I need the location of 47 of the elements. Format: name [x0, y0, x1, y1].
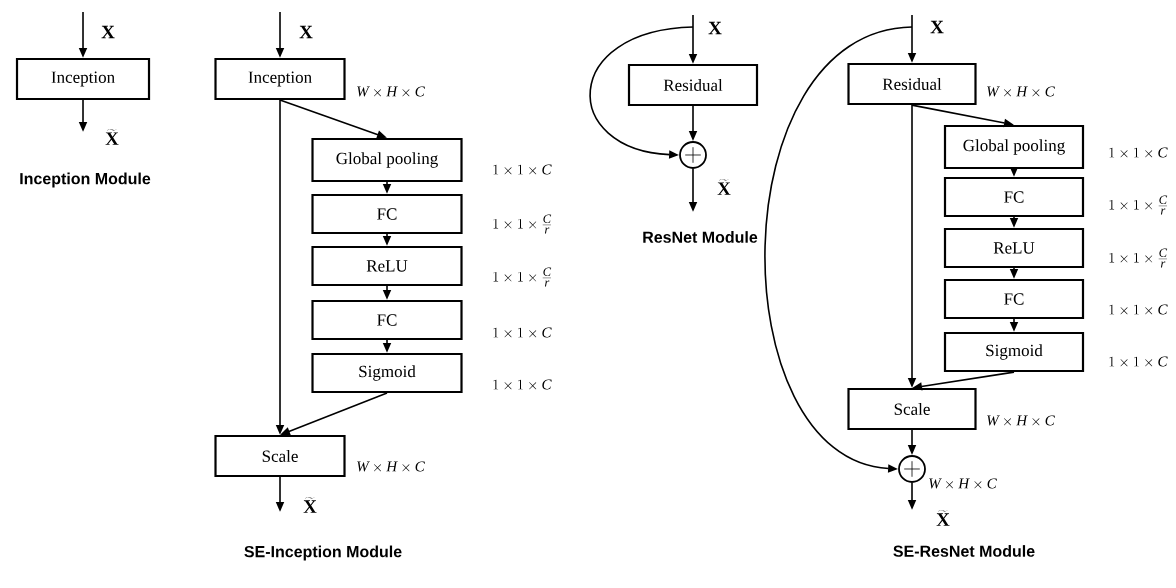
layer-box: Scale — [214, 434, 346, 478]
layer-box: ReLU — [943, 227, 1085, 269]
arrow — [764, 26, 913, 473]
module-title: SE-Inception Module — [244, 545, 402, 561]
sum-circle — [679, 141, 707, 169]
sum-circle — [898, 455, 926, 483]
layer-box: Inception — [214, 57, 346, 101]
layer-box: Inception — [15, 57, 151, 101]
dimension-label: $W\times H\times C$ — [357, 461, 425, 472]
layer-box: FC — [311, 299, 463, 341]
module-title: ResNet Module — [643, 231, 758, 243]
dimension-label: $1\times 1\times C$ — [493, 379, 552, 390]
dimension-label: $1\times 1\times C$ — [1109, 147, 1168, 158]
tensor-symbol: $\mathbf{X}$ — [101, 25, 115, 39]
layer-box: Sigmoid — [311, 352, 463, 394]
arrow — [589, 26, 694, 159]
dimension-label: $W\times H\times C$ — [357, 86, 425, 97]
layer-box: FC — [943, 278, 1085, 320]
dimension-label: $1\times 1\times C$ — [1109, 356, 1168, 367]
dimension-label: $W\times H\times C$ — [929, 478, 997, 489]
dimension-label: $1\times 1\times \frac{C}{r}$ — [1109, 195, 1168, 215]
layer-box: Residual — [627, 63, 759, 107]
module-title: SE-ResNet Module — [893, 545, 1035, 557]
module-title: Inception Module — [20, 172, 151, 188]
layer-box: Sigmoid — [943, 331, 1085, 373]
dimension-label: $W\times H\times C$ — [987, 86, 1055, 97]
layer-box: Scale — [847, 387, 977, 431]
layer-box: Global pooling — [943, 124, 1085, 170]
tensor-symbol: $\widetilde{\mathbf{X}}$ — [717, 179, 731, 195]
tensor-symbol: $\widetilde{\mathbf{X}}$ — [303, 497, 317, 513]
dimension-label: $1\times 1\times C$ — [1109, 304, 1168, 315]
layer-box: Residual — [847, 62, 977, 106]
dimension-label: $1\times 1\times \frac{C}{r}$ — [493, 267, 552, 287]
tensor-symbol: $\widetilde{\mathbf{X}}$ — [105, 129, 119, 145]
tensor-symbol: $\widetilde{\mathbf{X}}$ — [936, 510, 950, 526]
tensor-symbol: $\mathbf{X}$ — [708, 21, 722, 35]
dimension-label: $1\times 1\times \frac{C}{r}$ — [1109, 248, 1168, 268]
dimension-label: $W\times H\times C$ — [987, 415, 1055, 426]
layer-box: FC — [311, 193, 463, 235]
layer-box: ReLU — [311, 245, 463, 287]
dimension-label: $1\times 1\times C$ — [493, 164, 552, 175]
tensor-symbol: $\mathbf{X}$ — [930, 20, 944, 34]
tensor-symbol: $\mathbf{X}$ — [299, 25, 313, 39]
dimension-label: $1\times 1\times \frac{C}{r}$ — [493, 214, 552, 234]
dimension-label: $1\times 1\times C$ — [493, 327, 552, 338]
layer-box: Global pooling — [311, 137, 463, 183]
layer-box: FC — [943, 176, 1085, 218]
